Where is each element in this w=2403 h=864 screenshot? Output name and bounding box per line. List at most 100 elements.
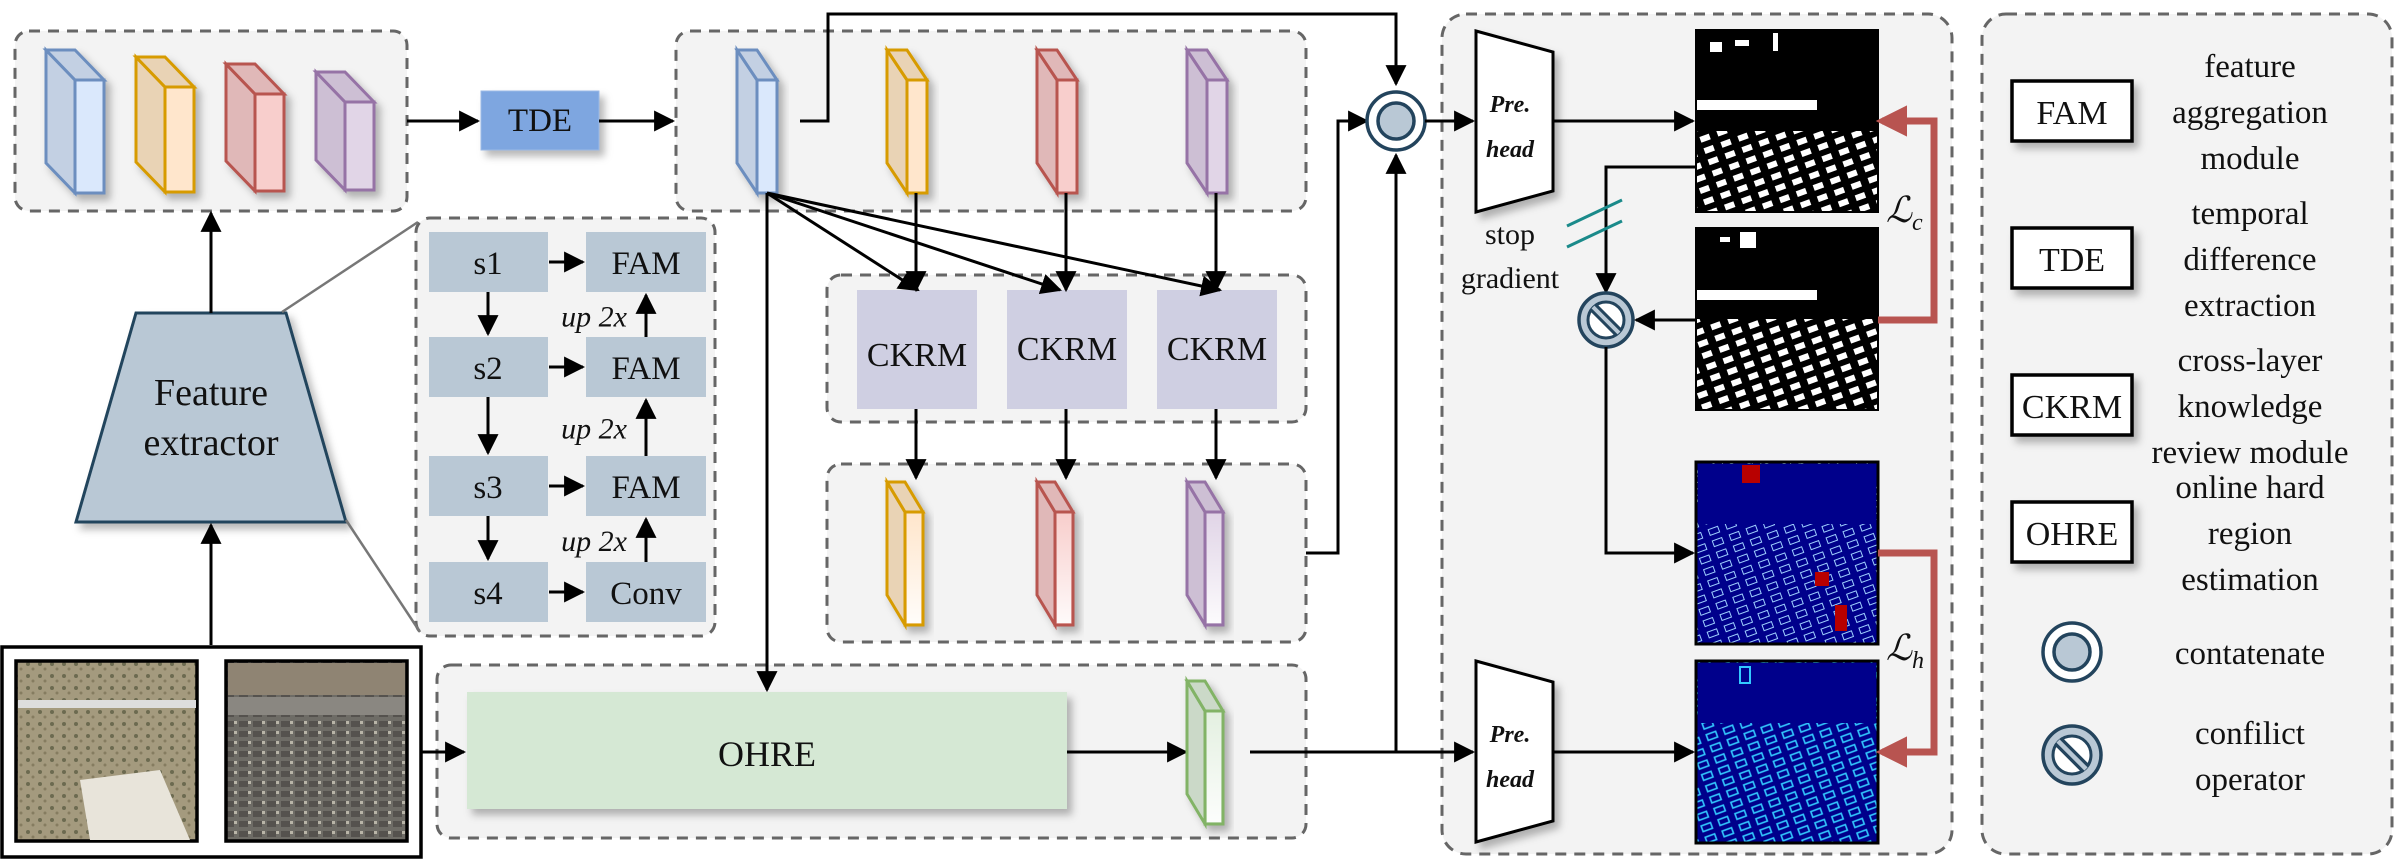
fam-block-3: [586, 456, 706, 516]
legend-description-line: region: [2208, 516, 2292, 552]
legend-description-line: module: [2201, 141, 2300, 177]
feature-cube-purple: [312, 68, 378, 194]
fam-block-2: [586, 337, 706, 397]
ckrm-label-3: CKRM: [1167, 331, 1267, 368]
diff-cube-orange: [884, 45, 930, 198]
feature-cube-red: [222, 60, 288, 195]
concatenate-icon: [2041, 621, 2103, 683]
arrow-cube1-to-ckrm1: [766, 191, 920, 292]
stage-label-1: s1: [473, 246, 502, 282]
ckrm-block-3: [1157, 290, 1277, 409]
binary-map-reference: [1695, 227, 1879, 411]
stage-label-3: s3: [473, 470, 502, 506]
stage-block-3: [429, 456, 548, 516]
fam-label-1: FAM: [611, 246, 680, 282]
legend-description-line: operator: [2195, 762, 2305, 798]
stage-block-4: [429, 562, 548, 622]
pre-head-top: [1474, 29, 1555, 214]
legend-description-line: aggregation: [2172, 95, 2328, 131]
loss-c-arrow: [1875, 105, 1938, 324]
legend-description-line: difference: [2183, 242, 2316, 278]
pre-head-top-label-2: head: [1486, 137, 1535, 163]
tde-block: [480, 90, 600, 151]
legend-description-line: knowledge: [2178, 389, 2323, 425]
feature-cube-blue: [42, 46, 108, 197]
ohre-label: OHRE: [718, 734, 816, 774]
legend-key-fam: [2010, 79, 2134, 143]
stage-block-1: [429, 232, 548, 292]
concatenate-operator: [1365, 90, 1427, 152]
diff-cube-red: [1034, 45, 1080, 198]
legend-key-label: FAM: [2036, 95, 2107, 132]
legend-description-line: contatenate: [2175, 636, 2325, 672]
loss-h-arrow: [1875, 549, 1938, 768]
ckrm-label-2: CKRM: [1017, 331, 1117, 368]
input-image-t1: [14, 659, 199, 843]
feature-cube-orange: [132, 53, 198, 196]
stage-block-2: [429, 337, 548, 397]
feature-extractor-label-2: extractor: [143, 422, 278, 464]
legend-key-ohre: [2010, 500, 2134, 564]
diff-cube-purple: [1184, 45, 1230, 198]
diff-cube-blue: [734, 45, 780, 198]
stop-gradient-label-2: gradient: [1461, 262, 1560, 295]
heatmap-hard-prediction: [1694, 659, 1880, 845]
conflict-operator-icon: [2041, 724, 2103, 786]
legend-description-line: cross-layer: [2178, 343, 2323, 379]
fam-label-4: Conv: [610, 576, 682, 612]
zoom-guide-top: [281, 220, 419, 314]
ckrm-block-2: [1007, 290, 1127, 409]
heatmap-hard-region: [1694, 460, 1880, 646]
fam-block-4: [586, 562, 706, 622]
stop-gradient-mark-2: [1566, 219, 1623, 249]
ckrm-block-1: [857, 290, 977, 409]
tde-label: TDE: [508, 103, 572, 139]
fam-block-1: [586, 232, 706, 292]
upsample-label-3: up 2x: [561, 525, 628, 558]
stage-label-4: s4: [473, 576, 502, 612]
conflict-operator: [1577, 291, 1635, 349]
ckrm-label-1: CKRM: [867, 337, 967, 374]
arrow-binary-to-conflict: [1595, 165, 1696, 295]
feature-extractor-label-1: Feature: [154, 372, 268, 414]
legend-description-line: feature: [2204, 49, 2296, 85]
legend-description-line: extraction: [2184, 288, 2316, 324]
upsample-label-2: up 2x: [561, 413, 628, 446]
stop-gradient-mark-1: [1566, 198, 1623, 228]
stage-label-2: s2: [473, 351, 502, 387]
arrow-refined-to-concat: [1306, 110, 1370, 555]
fam-label-2: FAM: [611, 351, 680, 387]
arrow-conflict-to-heatmap: [1604, 347, 1696, 564]
stop-gradient-label-1: stop: [1485, 218, 1535, 251]
legend-key-label: CKRM: [2022, 389, 2122, 426]
binary-map-prediction: [1695, 29, 1879, 213]
input-image-t2: [224, 659, 409, 843]
pre-head-top-label-1: Pre.: [1489, 92, 1531, 118]
legend-key-label: TDE: [2039, 242, 2105, 279]
refined-cube-purple: [1184, 476, 1226, 631]
refined-cube-orange: [884, 476, 926, 631]
pre-head-bottom: [1474, 659, 1555, 844]
upsample-label-1: up 2x: [561, 301, 628, 334]
legend-description-line: estimation: [2181, 562, 2318, 598]
ohre-block: [467, 692, 1067, 809]
pre-head-bottom-label-1: Pre.: [1489, 722, 1531, 748]
arrow-cube1-to-concat: [800, 12, 1407, 123]
legend-key-tde: [2010, 226, 2134, 290]
legend-key-label: OHRE: [2026, 516, 2119, 553]
loss-c-label: ℒc: [1886, 190, 1923, 236]
zoom-guide-bottom: [344, 519, 422, 633]
legend-description-line: online hard: [2175, 470, 2325, 506]
legend-description-line: confilict: [2195, 716, 2305, 752]
legend-key-ckrm: [2010, 373, 2134, 437]
loss-h-label: ℒh: [1886, 628, 1924, 674]
pre-head-bottom-label-2: head: [1486, 767, 1535, 793]
legend-description-line: temporal: [2191, 196, 2308, 232]
panel-difference-features: [674, 29, 1308, 213]
ohre-output-cube-green: [1184, 675, 1226, 830]
arrow-cube1-to-ckrm2: [766, 191, 1062, 295]
arrow-cube1-to-ckrm3: [766, 191, 1223, 297]
refined-cube-red: [1034, 476, 1076, 631]
fam-label-3: FAM: [611, 470, 680, 506]
